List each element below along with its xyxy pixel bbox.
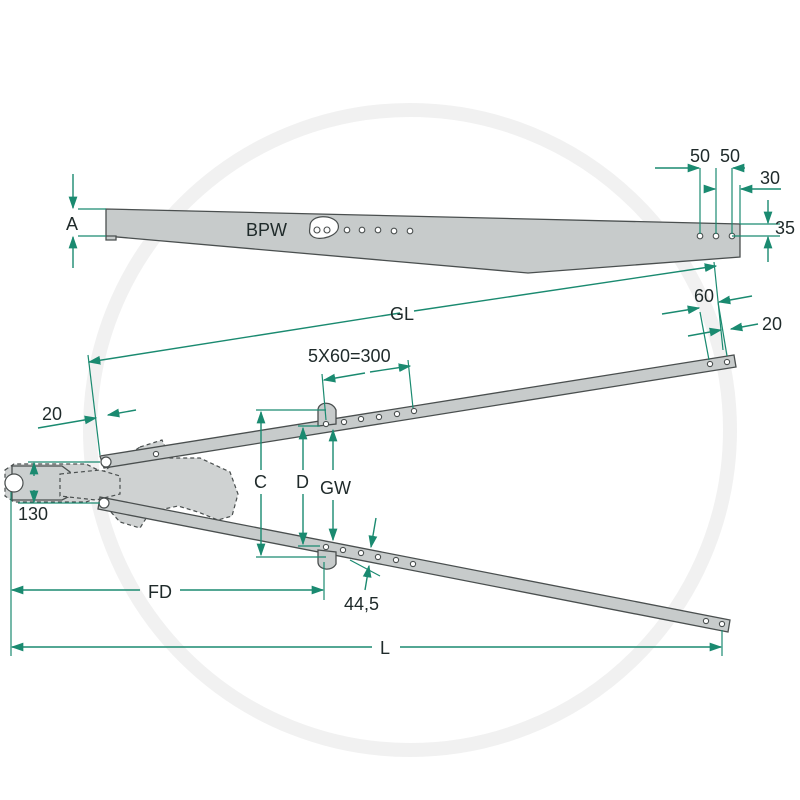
dimension-50-a: 50 bbox=[690, 146, 710, 166]
dimension-130-label: 130 bbox=[18, 504, 48, 524]
dimension-gl-label: GL bbox=[390, 304, 414, 324]
tow-eye bbox=[4, 473, 24, 493]
dimension-20-right: 20 bbox=[762, 314, 782, 334]
bpw-hole bbox=[358, 226, 366, 234]
dimension-44-5 bbox=[349, 517, 381, 591]
dimension-30: 30 bbox=[760, 168, 780, 188]
dimension-130 bbox=[18, 461, 100, 504]
bpw-hole bbox=[374, 226, 382, 234]
dimension-right-end bbox=[661, 295, 759, 361]
pivot-pin bbox=[98, 497, 110, 509]
dimension-20-left bbox=[37, 408, 137, 429]
dimension-c-label: C bbox=[254, 472, 267, 492]
dimension-fd bbox=[10, 492, 325, 656]
dimension-60: 60 bbox=[694, 286, 714, 306]
dimension-44-5-label: 44,5 bbox=[344, 594, 379, 614]
dimension-a bbox=[68, 174, 106, 268]
bpw-hole bbox=[390, 227, 398, 235]
bpw-label: BPW bbox=[246, 220, 287, 240]
bpw-end-hole bbox=[696, 232, 704, 240]
dimension-fd-label: FD bbox=[148, 582, 172, 602]
watermark-circle bbox=[83, 103, 737, 757]
bpw-hole bbox=[343, 226, 351, 234]
dimension-d-label: D bbox=[296, 472, 309, 492]
dimension-d bbox=[298, 425, 320, 547]
dimension-hole-spacing bbox=[321, 359, 414, 421]
dimension-20-left-label: 20 bbox=[42, 404, 62, 424]
dimension-gl bbox=[87, 261, 724, 456]
dimension-35: 35 bbox=[775, 218, 795, 238]
pivot-pin bbox=[100, 456, 112, 468]
dimension-gw-label: GW bbox=[320, 478, 351, 498]
dimension-end-holes bbox=[655, 163, 781, 262]
dimension-l-label: L bbox=[380, 638, 390, 658]
dimension-50-b: 50 bbox=[720, 146, 740, 166]
bpw-end-hole bbox=[712, 232, 720, 240]
dimension-c bbox=[256, 409, 326, 558]
bpw-hole bbox=[406, 227, 414, 235]
dimension-l bbox=[10, 630, 723, 656]
bpw-bar bbox=[105, 208, 741, 274]
upper-arm bbox=[99, 354, 737, 469]
dimension-a-label: A bbox=[66, 214, 78, 234]
dimension-hole-spacing-label: 5X60=300 bbox=[308, 346, 391, 366]
lower-arm bbox=[97, 496, 731, 633]
